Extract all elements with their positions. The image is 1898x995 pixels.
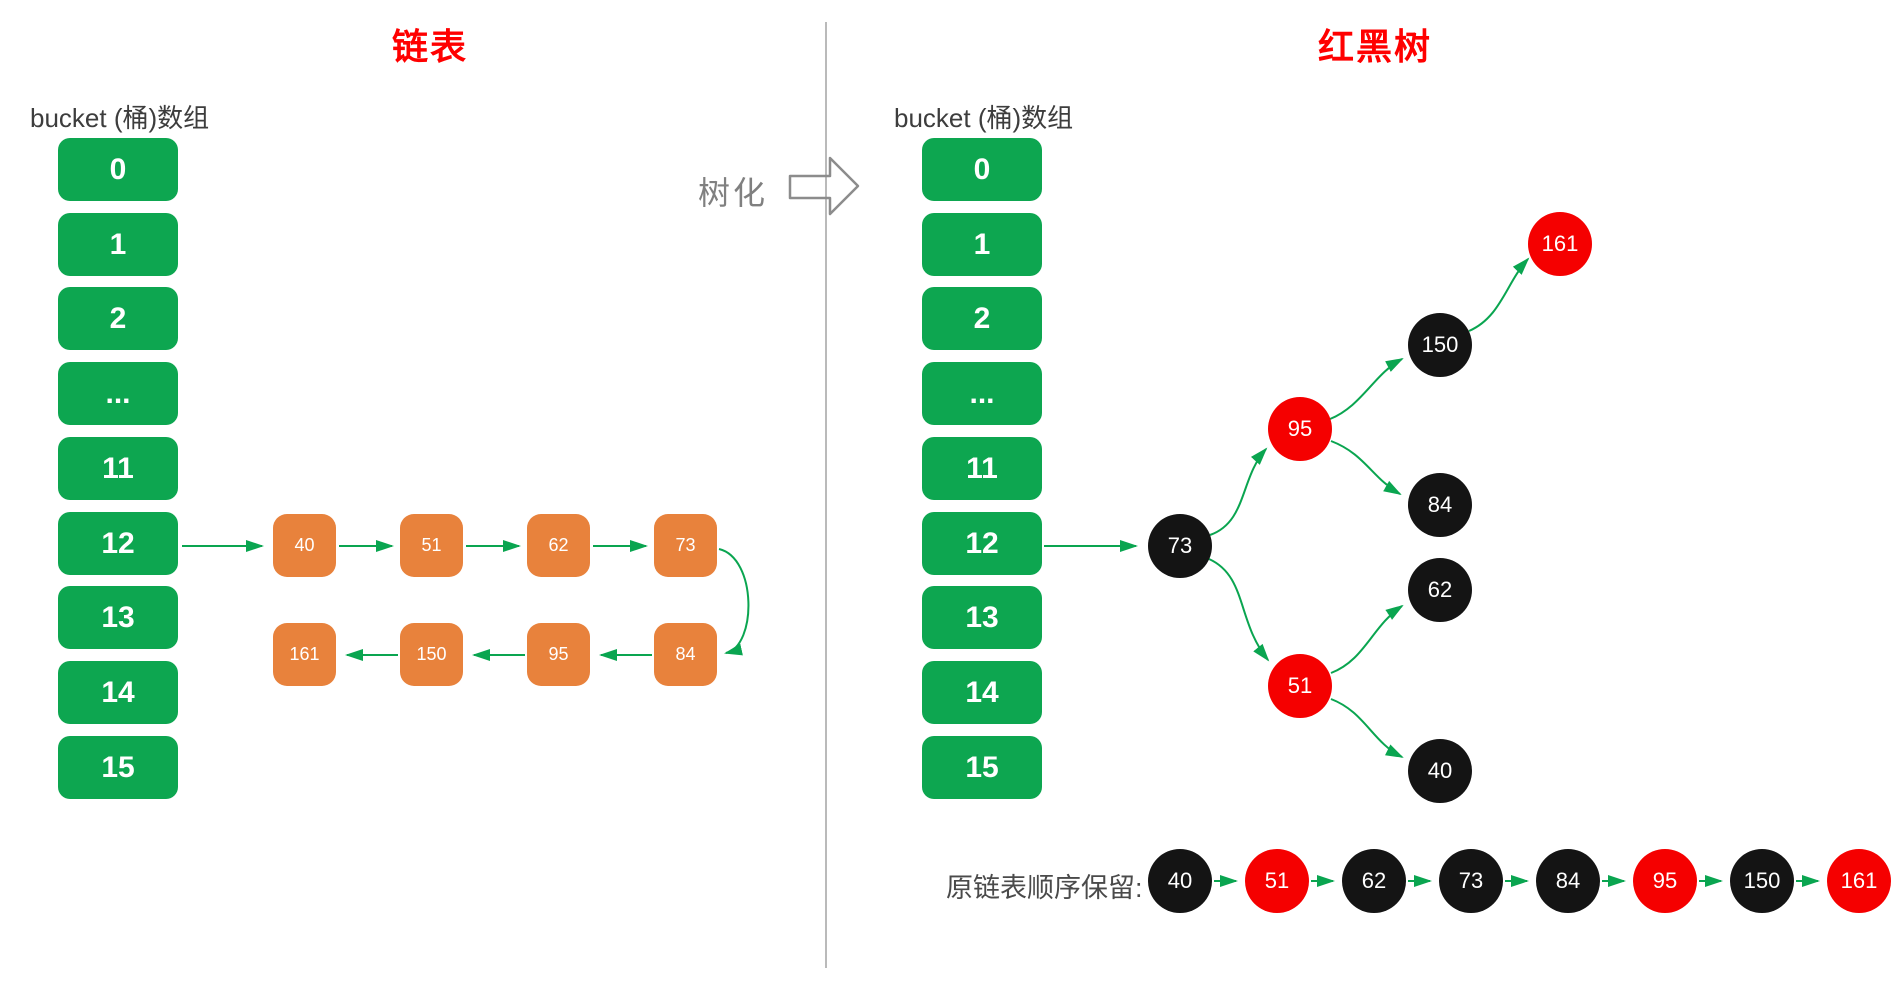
bucket-left-14: 14: [58, 661, 178, 724]
chain-node-161: 161: [273, 623, 336, 686]
chain-node-95: 95: [527, 623, 590, 686]
left-title: 链表: [391, 26, 468, 67]
tree-node-73-root: 73: [1148, 514, 1212, 578]
order-node-161: 161: [1827, 849, 1891, 913]
bucket-right-13: 13: [922, 586, 1042, 649]
bucket-left-2: 2: [58, 287, 178, 350]
right-title: 红黑树: [1317, 26, 1432, 67]
edge-51-40: [1330, 698, 1404, 758]
tree-node-95: 95: [1268, 397, 1332, 461]
right-bucket-array-label: bucket (桶)数组: [894, 103, 1074, 133]
treeify-arrow: [788, 156, 860, 216]
order-preserved-label: 原链表顺序保留:: [946, 873, 1143, 903]
bucket-right-15: 15: [922, 736, 1042, 799]
tree-node-150: 150: [1408, 313, 1472, 377]
order-node-73: 73: [1439, 849, 1503, 913]
treeify-label: 树化: [698, 175, 769, 211]
bucket-right-2: 2: [922, 287, 1042, 350]
bucket-left-15: 15: [58, 736, 178, 799]
order-node-40: 40: [1148, 849, 1212, 913]
order-node-84: 84: [1536, 849, 1600, 913]
edge-150-161: [1468, 257, 1530, 332]
bucket-left-13: 13: [58, 586, 178, 649]
order-node-51: 51: [1245, 849, 1309, 913]
bucket-left-ellipsis: ...: [58, 362, 178, 425]
bucket-right-11: 11: [922, 437, 1042, 500]
bucket-right-0: 0: [922, 138, 1042, 201]
tree-node-40: 40: [1408, 739, 1472, 803]
edge-95-84: [1330, 440, 1402, 495]
chain-node-73: 73: [654, 514, 717, 577]
chain-node-51: 51: [400, 514, 463, 577]
tree-node-51: 51: [1268, 654, 1332, 718]
chain-node-150: 150: [400, 623, 463, 686]
edge-73-84-curve: [718, 548, 750, 656]
order-node-95: 95: [1633, 849, 1697, 913]
order-node-62: 62: [1342, 849, 1406, 913]
chain-node-84: 84: [654, 623, 717, 686]
edge-95-150: [1329, 358, 1404, 420]
chain-node-62: 62: [527, 514, 590, 577]
edge-73-95: [1209, 447, 1268, 536]
bucket-right-1: 1: [922, 213, 1042, 276]
tree-node-62: 62: [1408, 558, 1472, 622]
bucket-right-ellipsis: ...: [922, 362, 1042, 425]
left-bucket-array-label: bucket (桶)数组: [30, 103, 210, 133]
bucket-right-12: 12: [922, 512, 1042, 575]
tree-node-161: 161: [1528, 212, 1592, 276]
tree-node-84: 84: [1408, 473, 1472, 537]
bucket-right-14: 14: [922, 661, 1042, 724]
bucket-left-12: 12: [58, 512, 178, 575]
chain-node-40: 40: [273, 514, 336, 577]
bucket-left-1: 1: [58, 213, 178, 276]
order-node-150: 150: [1730, 849, 1794, 913]
edge-73-51: [1208, 558, 1270, 662]
edge-51-62: [1330, 604, 1404, 674]
bucket-left-11: 11: [58, 437, 178, 500]
bucket-left-0: 0: [58, 138, 178, 201]
